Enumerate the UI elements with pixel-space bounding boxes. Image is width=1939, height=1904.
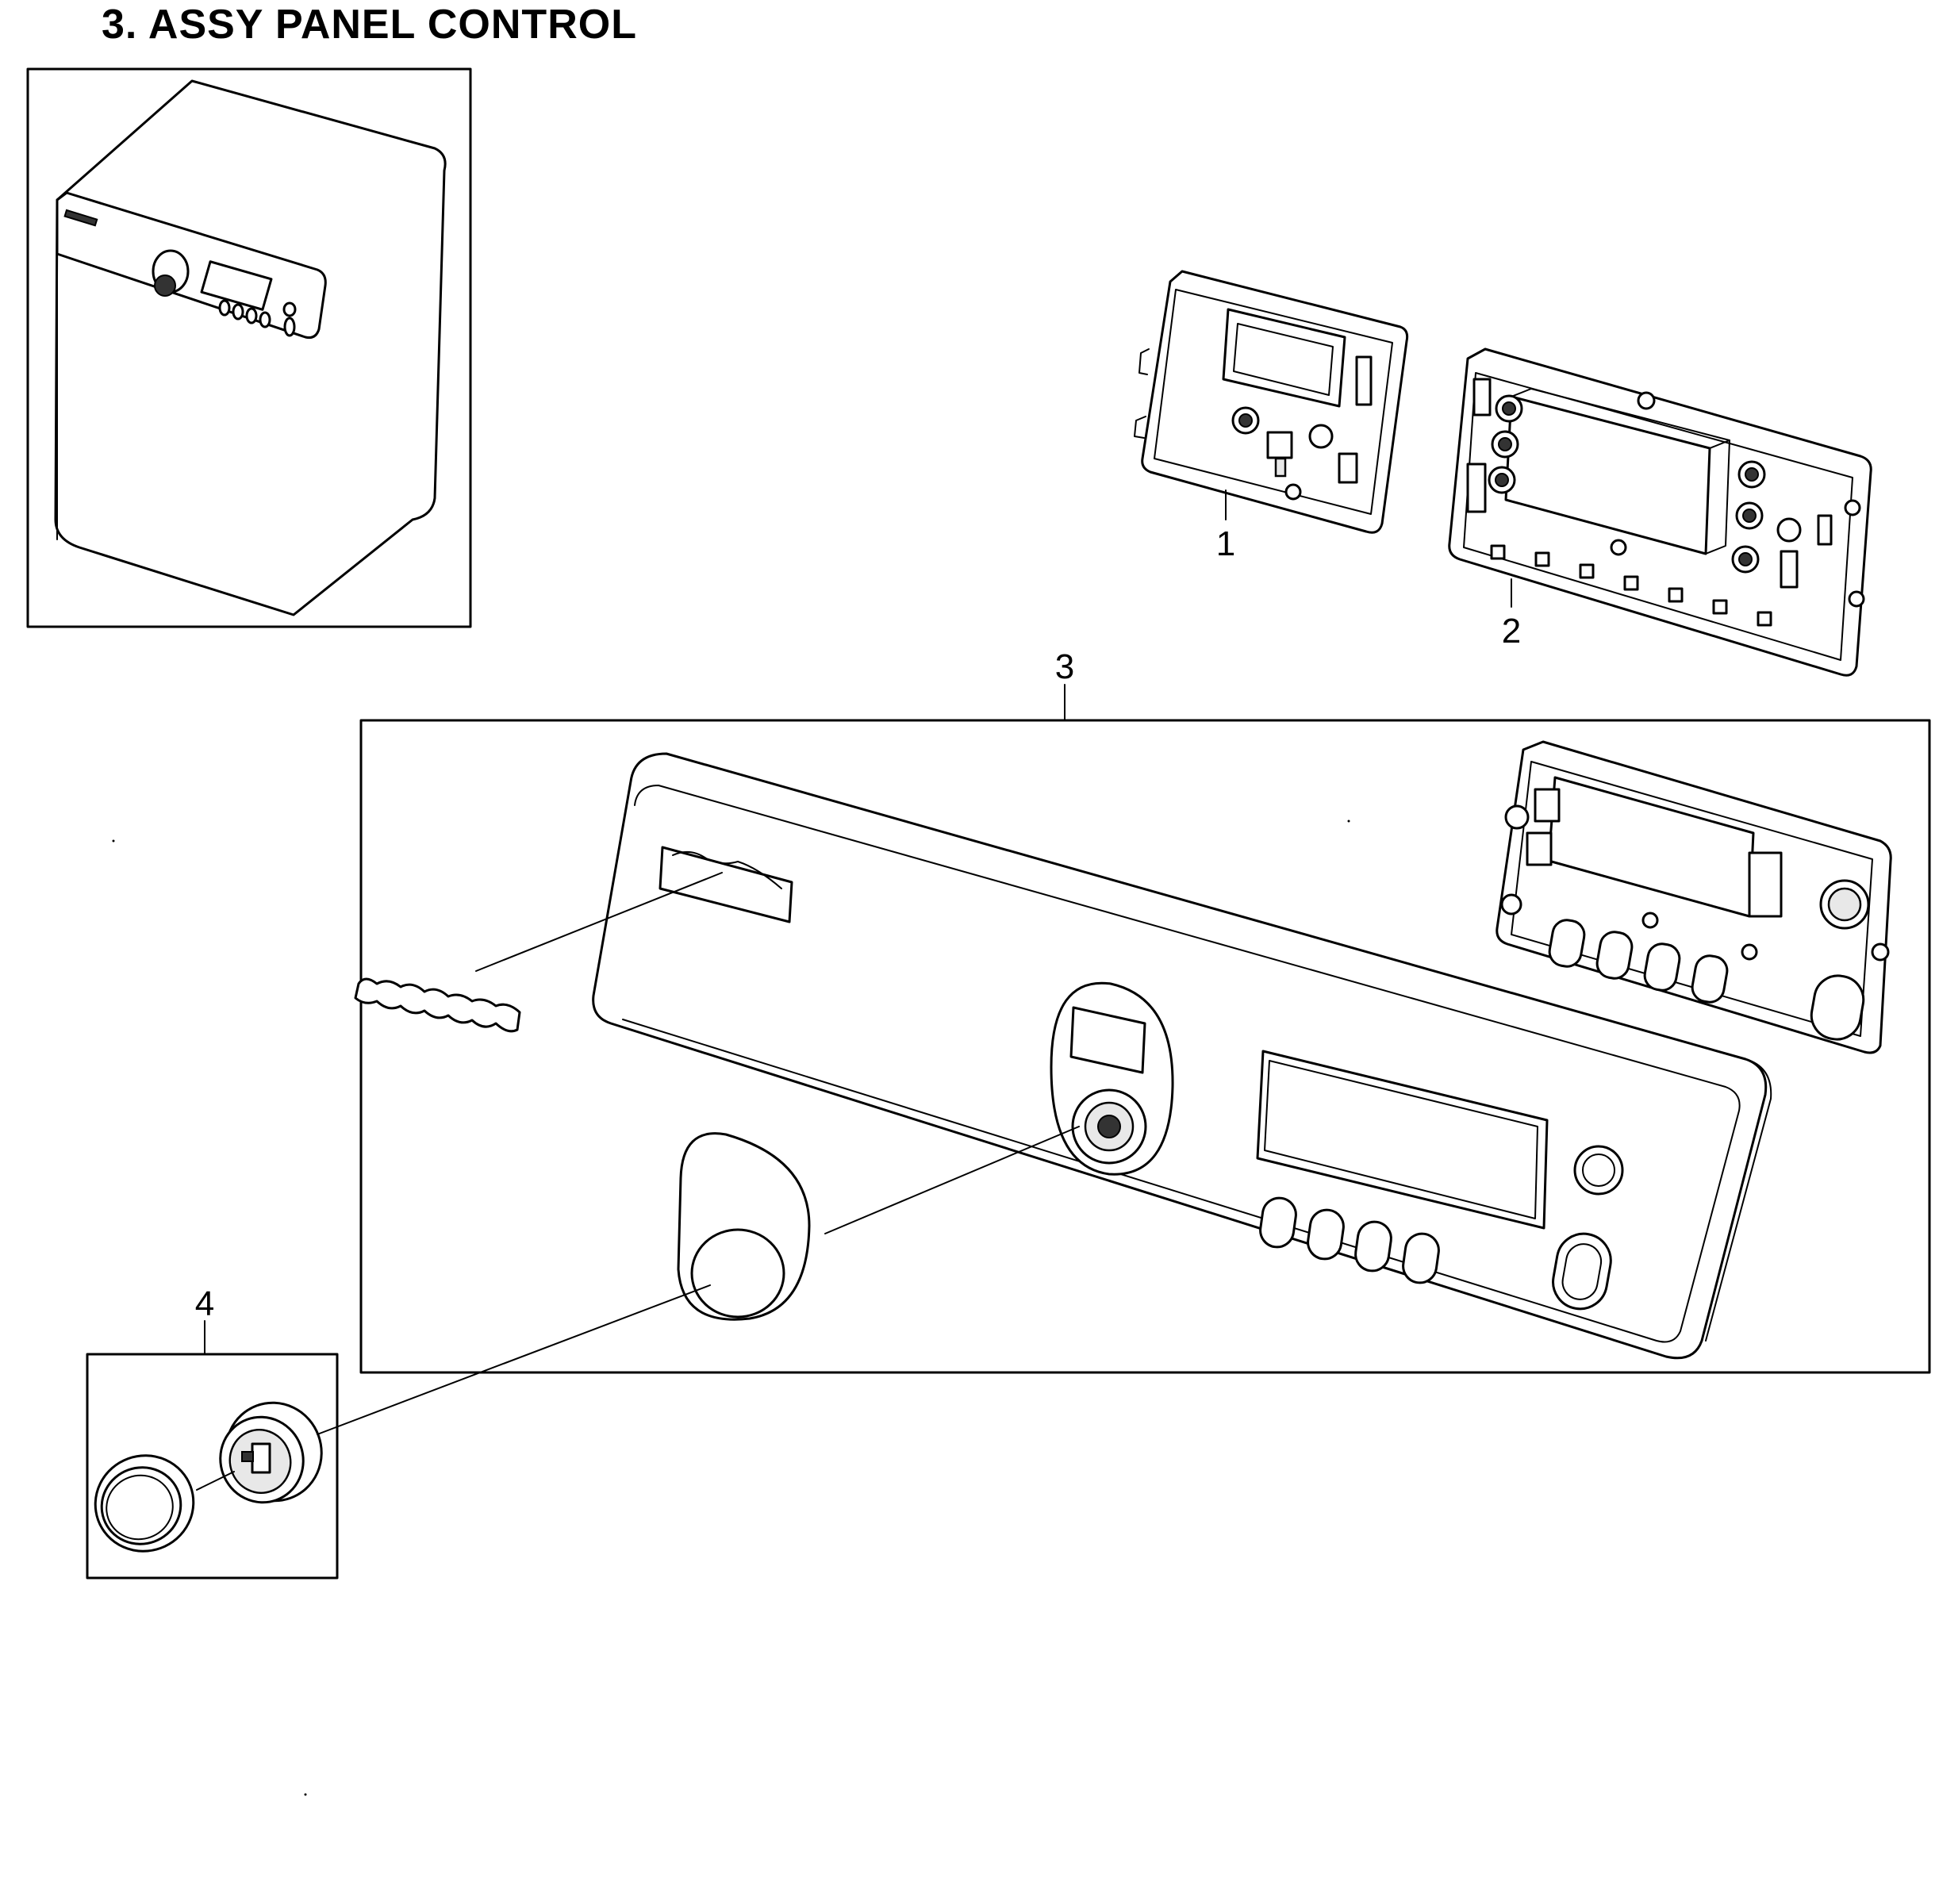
callout-1: 1 bbox=[1216, 489, 1235, 563]
part-2-main-pcb bbox=[1448, 347, 1872, 677]
knob-body bbox=[219, 1401, 323, 1504]
nameplate-badge bbox=[354, 872, 723, 1033]
page-title: 3. ASSY PANEL CONTROL bbox=[102, 2, 637, 48]
appliance-overview-inset bbox=[26, 67, 472, 628]
dial-cover-ring bbox=[677, 1126, 1080, 1321]
part-3-control-panel-assembly bbox=[354, 719, 1931, 1374]
washer-cabinet-illustration bbox=[54, 79, 447, 616]
control-panel-fascia bbox=[592, 752, 1772, 1360]
callout-3: 3 bbox=[1055, 647, 1074, 721]
callout-label-4: 4 bbox=[195, 1284, 214, 1323]
callout-label-3: 3 bbox=[1055, 647, 1074, 686]
callout-4: 4 bbox=[195, 1284, 214, 1355]
part-1-pcb-assembly bbox=[1134, 270, 1409, 534]
callout-2: 2 bbox=[1502, 578, 1521, 651]
sub-pcb-assembly bbox=[1496, 740, 1892, 1054]
part-4-knob-assembly bbox=[86, 1284, 711, 1580]
knob-ring bbox=[94, 1454, 195, 1553]
callout-label-2: 2 bbox=[1502, 612, 1521, 651]
callout-label-1: 1 bbox=[1216, 524, 1235, 563]
